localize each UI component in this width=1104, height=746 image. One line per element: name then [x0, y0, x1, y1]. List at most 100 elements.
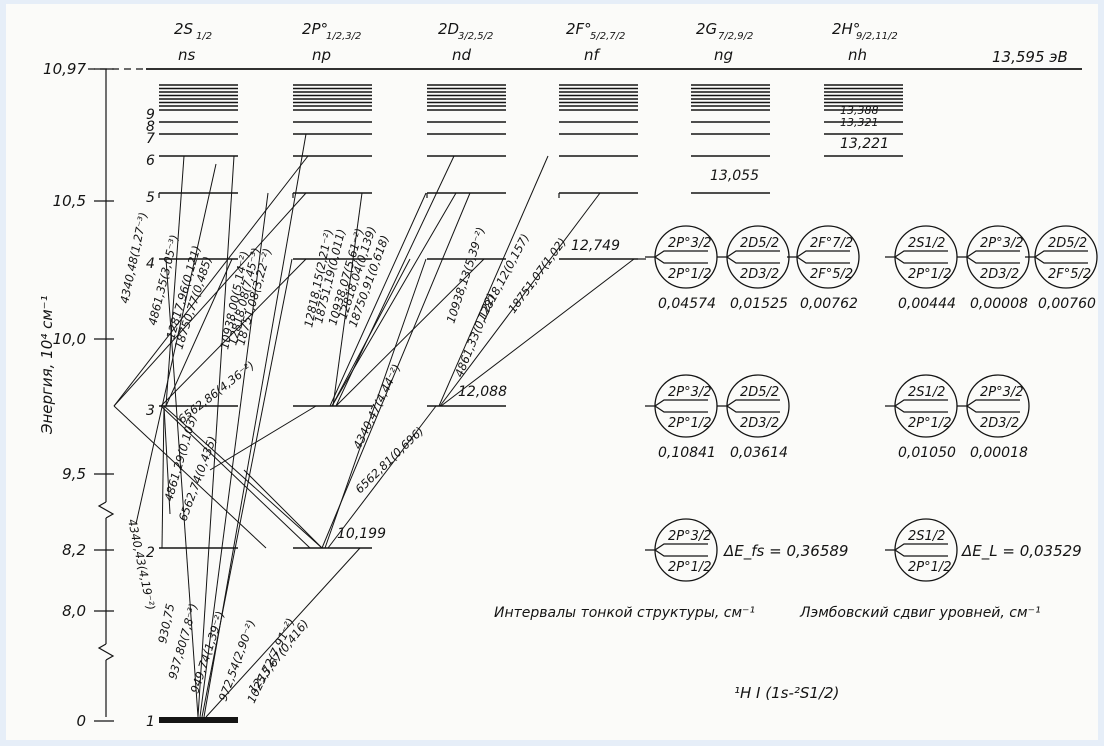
splitting-lines — [645, 543, 708, 557]
level-number-4: 4 — [146, 256, 155, 272]
fine-structure-circle-n2: 2P°3/22P°1/2 — [645, 518, 718, 582]
splitting-value: 0,00008 — [970, 296, 1028, 312]
transition-line — [329, 192, 427, 407]
transition-labels: 930,75937,80(7,8⁻³)949,74(1,39⁻²)972,54(… — [117, 211, 569, 705]
fine-structure-circle: 2P°3/22P°1/20,10841 — [645, 374, 718, 461]
splitting-value: 0,00018 — [970, 445, 1028, 461]
lower-term: 2P°1/2 — [908, 416, 952, 431]
series-label: nd — [452, 46, 472, 64]
transition-line — [160, 258, 307, 407]
transition-line — [331, 258, 411, 407]
splitting-lines — [645, 250, 708, 264]
transition-label: 12818,12(0,157) — [474, 231, 532, 323]
splitting-lines — [787, 250, 850, 264]
transition-line — [209, 405, 317, 471]
fine-structure-circle: 2P°3/2 2P°1/2 0,04574 — [645, 225, 718, 312]
lamb-shift-circle: 2S1/22P°1/20,01050 — [885, 374, 958, 461]
level-number-2: 2 — [146, 545, 155, 561]
level-number-3: 3 — [146, 403, 155, 419]
y-axis-title: Энергия, 10⁴ см⁻¹ — [38, 295, 56, 435]
term-symbol: 2D — [438, 20, 459, 38]
energy-label-n5: 13,055 — [710, 168, 759, 184]
delta-e-l: ΔE_L = 0,03529 — [961, 542, 1082, 561]
axis-break-2 — [97, 643, 115, 661]
transition-line — [161, 405, 165, 549]
term-symbol: 2G — [696, 20, 717, 38]
transition-line — [332, 192, 363, 407]
lower-term: 2D3/2 — [740, 267, 779, 282]
level-number-6: 6 — [146, 153, 155, 169]
upper-term: 2S1/2 — [908, 236, 945, 251]
term-subscript: 3/2,5/2 — [458, 31, 493, 42]
header-ns: 2S 1/2 ns — [174, 20, 212, 64]
transition-line — [113, 192, 307, 407]
lamb-shift-circle: 2D5/22F°5/20,00760 — [1025, 225, 1098, 312]
transition-line — [321, 192, 471, 549]
y-tick-label: 8,0 — [62, 602, 86, 620]
lower-term: 2D3/2 — [980, 416, 1019, 431]
series-label: ns — [178, 46, 196, 64]
splitting-value: 0,01525 — [730, 296, 788, 312]
transition-line — [197, 155, 235, 718]
y-tick-label: 10,5 — [53, 192, 86, 210]
term-symbol: 2S — [174, 20, 194, 38]
splitting-value: 0,04574 — [658, 296, 716, 312]
energy-label-n4: 12,749 — [571, 238, 620, 254]
upper-term: 2S1/2 — [908, 529, 945, 544]
splitting-value: 0,00762 — [800, 296, 858, 312]
transition-line — [113, 155, 309, 407]
splitting-lines — [717, 250, 780, 264]
ionization-energy-label: 13,595 эВ — [992, 48, 1068, 66]
delta-e-fs: ΔE_fs = 0,36589 — [723, 542, 848, 561]
lower-term: 2P°1/2 — [668, 267, 712, 282]
upper-term: 2P°3/2 — [668, 529, 712, 544]
splitting-lines — [957, 399, 1020, 413]
diagram-frame: 2S 1/2 ns 2P° 1/2,3/2 np 2D 3/2,5/2 nd 2… — [6, 4, 1098, 740]
transition-line — [243, 469, 323, 549]
term-subscript: 9/2,11/2 — [856, 31, 898, 42]
term-symbol: 2H° — [832, 20, 860, 38]
transition-line — [113, 405, 267, 549]
lower-term: 2P°1/2 — [668, 416, 712, 431]
series-label: ng — [714, 46, 733, 64]
energy-label-h6: 13,221 — [840, 136, 889, 152]
lamb-shift-circle: 2P°3/2 2D3/2 0,00018 — [957, 374, 1030, 461]
term-subscript: 1/2,3/2 — [326, 31, 361, 42]
y-tick-label: 0 — [76, 712, 86, 730]
lower-term: 2F°5/2 — [1048, 267, 1091, 282]
transition-line — [163, 405, 323, 549]
upper-term: 2P°3/2 — [980, 385, 1024, 400]
level-number-7: 7 — [146, 131, 155, 147]
splitting-value: 0,01050 — [898, 445, 956, 461]
y-tick-label: 9,5 — [62, 465, 86, 483]
splitting-value: 0,00760 — [1038, 296, 1096, 312]
transition-line — [439, 192, 601, 407]
series-label: nh — [848, 46, 867, 64]
splitting-lines — [1025, 250, 1088, 264]
upper-term: 2P°3/2 — [668, 236, 712, 251]
lower-term: 2P°1/2 — [908, 560, 952, 575]
y-tick-label: 10,97 — [43, 60, 86, 78]
level-tick-marks — [158, 193, 560, 198]
transitions — [113, 133, 635, 718]
y-tick-label: 8,2 — [62, 541, 86, 559]
header-np: 2P° 1/2,3/2 np — [302, 20, 361, 64]
splitting-lines — [885, 543, 948, 557]
transition-label: 4340,43(4,19⁻²) — [125, 518, 158, 612]
term-subscript: 5/2,7/2 — [590, 31, 625, 42]
splitting-lines — [717, 399, 780, 413]
energy-label-h7: 13,321 — [840, 116, 879, 129]
splitting-value: 0,10841 — [658, 445, 716, 461]
energy-value-labels: 10,199 12,088 12,749 13,055 13,221 13,32… — [337, 104, 889, 542]
fine-structure-caption: Интервалы тонкой структуры, см⁻¹ — [494, 605, 755, 621]
term-symbol: 2P° — [302, 20, 328, 38]
header-ng: 2G 7/2,9/2 ng — [696, 20, 753, 64]
lower-term: 2D3/2 — [980, 267, 1019, 282]
splitting-lines — [957, 250, 1020, 264]
term-subscript: 1/2 — [196, 31, 212, 42]
level-n1-ground — [159, 717, 238, 723]
